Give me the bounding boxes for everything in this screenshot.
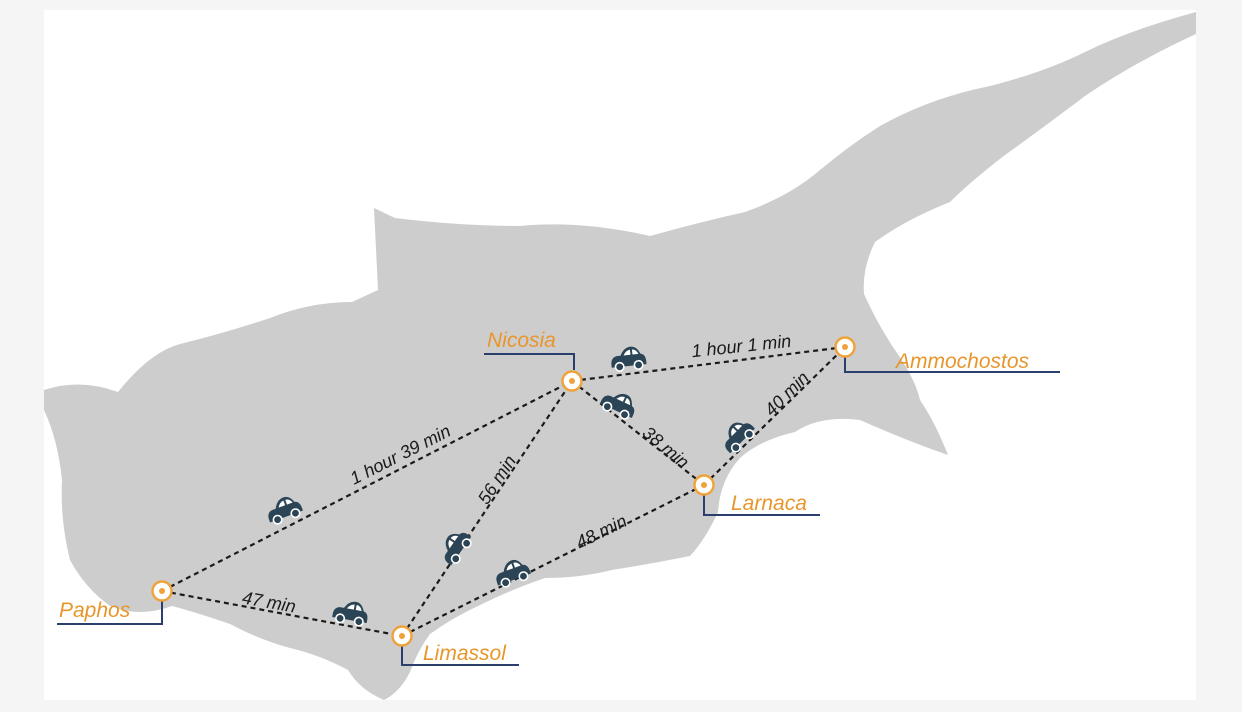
city-label-paphos: Paphos	[59, 599, 131, 622]
target-icon	[834, 336, 856, 358]
leader-line	[401, 646, 519, 666]
city-nicosia: Nicosia	[484, 329, 583, 392]
target-icon	[391, 625, 413, 647]
city-label-nicosia: Nicosia	[487, 329, 556, 352]
route-nicosia-ammochostos	[571, 345, 846, 383]
route-limassol-larnaca	[401, 484, 705, 637]
route-paphos-nicosia	[161, 380, 573, 592]
leader-line	[484, 353, 575, 370]
leader-line	[57, 601, 163, 625]
city-ammochostos: Ammochostos	[834, 336, 1060, 373]
target-icon	[561, 370, 583, 392]
leader-line	[844, 357, 1060, 373]
city-label-limassol: Limassol	[423, 642, 507, 665]
target-icon	[693, 474, 715, 496]
city-paphos: Paphos	[57, 580, 173, 625]
route-nicosia-larnaca	[571, 380, 705, 486]
city-larnaca: Larnaca	[693, 474, 820, 516]
route-larnaca-ammochostos	[703, 346, 846, 486]
leader-line	[703, 495, 820, 516]
route-limassol-nicosia	[401, 380, 573, 637]
city-label-ammochostos: Ammochostos	[894, 350, 1030, 373]
city-label-larnaca: Larnaca	[731, 492, 807, 515]
route-paphos-limassol	[161, 589, 403, 638]
target-icon	[151, 580, 173, 602]
city-limassol: Limassol	[391, 625, 519, 666]
